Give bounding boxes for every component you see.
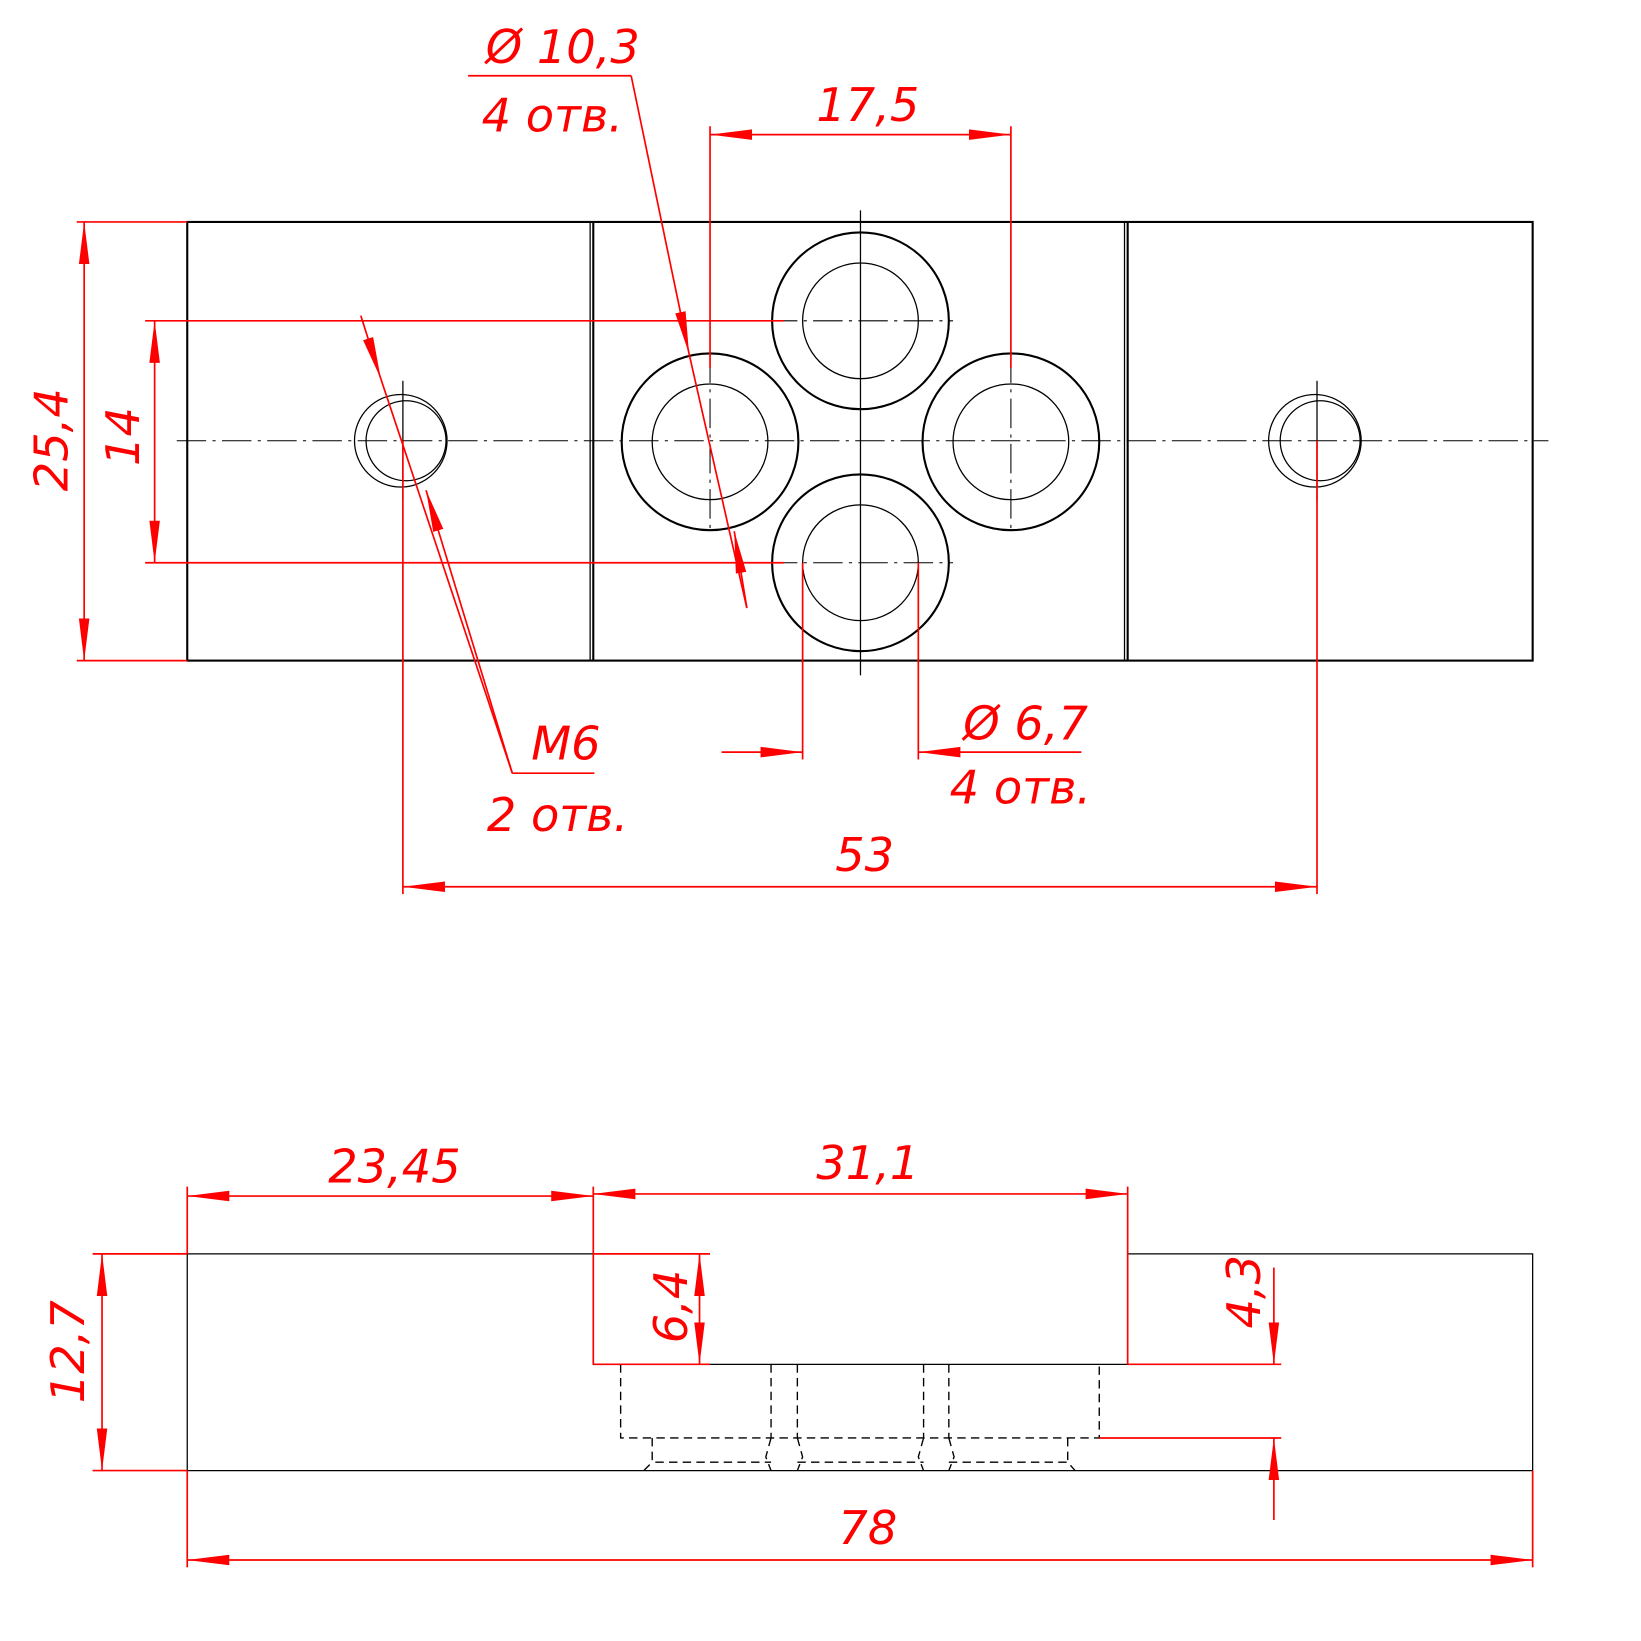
dim-label: 31,1 <box>816 1136 919 1190</box>
dim-label: 25,4 <box>24 388 78 491</box>
callout-size: Ø 10,3 <box>484 20 640 74</box>
dim-label: 6,4 <box>644 1270 698 1344</box>
dim-label: 78 <box>838 1501 897 1555</box>
dim-port-spacing-vertical: 14 <box>96 319 784 564</box>
callout-size: M6 <box>531 716 600 770</box>
small-hole-callout: Ø 6,7 4 отв. <box>721 562 1091 815</box>
dim-counterbore: 4,3 <box>1099 1255 1282 1521</box>
callout-count: 2 отв. <box>487 788 628 842</box>
callout-size: Ø 6,7 <box>961 697 1088 751</box>
large-hole-callout: Ø 10,3 4 отв. <box>468 20 748 609</box>
dim-label: 14 <box>96 407 150 466</box>
dim-port-spacing-horizontal: 17,5 <box>709 78 1012 369</box>
thread-callout: M6 2 отв. <box>360 315 628 842</box>
dim-label: 12,7 <box>41 1300 95 1403</box>
dim-mount-spacing: 53 <box>402 440 1318 895</box>
top-view: 25,4 14 17,5 Ø 10,3 4 отв. M6 2 отв. Ø 6… <box>24 20 1549 895</box>
dim-overall-height: 25,4 <box>24 221 188 662</box>
dim-label: 17,5 <box>816 78 919 132</box>
dim-label: 53 <box>835 828 894 882</box>
port-holes <box>620 210 1101 676</box>
dim-recess-width: 31,1 <box>593 1136 1129 1365</box>
dim-overall-length: 78 <box>186 1470 1534 1568</box>
dim-recess-depth: 6,4 <box>593 1253 711 1366</box>
callout-count: 4 отв. <box>482 88 623 142</box>
callout-count: 4 отв. <box>950 761 1091 815</box>
side-outline <box>186 1253 1534 1472</box>
dim-left-step: 23,45 <box>186 1139 595 1365</box>
hidden-lines <box>619 1364 1100 1472</box>
side-view: 12,7 23,45 31,1 6,4 4,3 78 <box>41 1136 1534 1568</box>
dim-height: 12,7 <box>41 1253 188 1472</box>
dim-label: 23,45 <box>328 1139 460 1193</box>
dim-label: 4,3 <box>1217 1255 1271 1329</box>
